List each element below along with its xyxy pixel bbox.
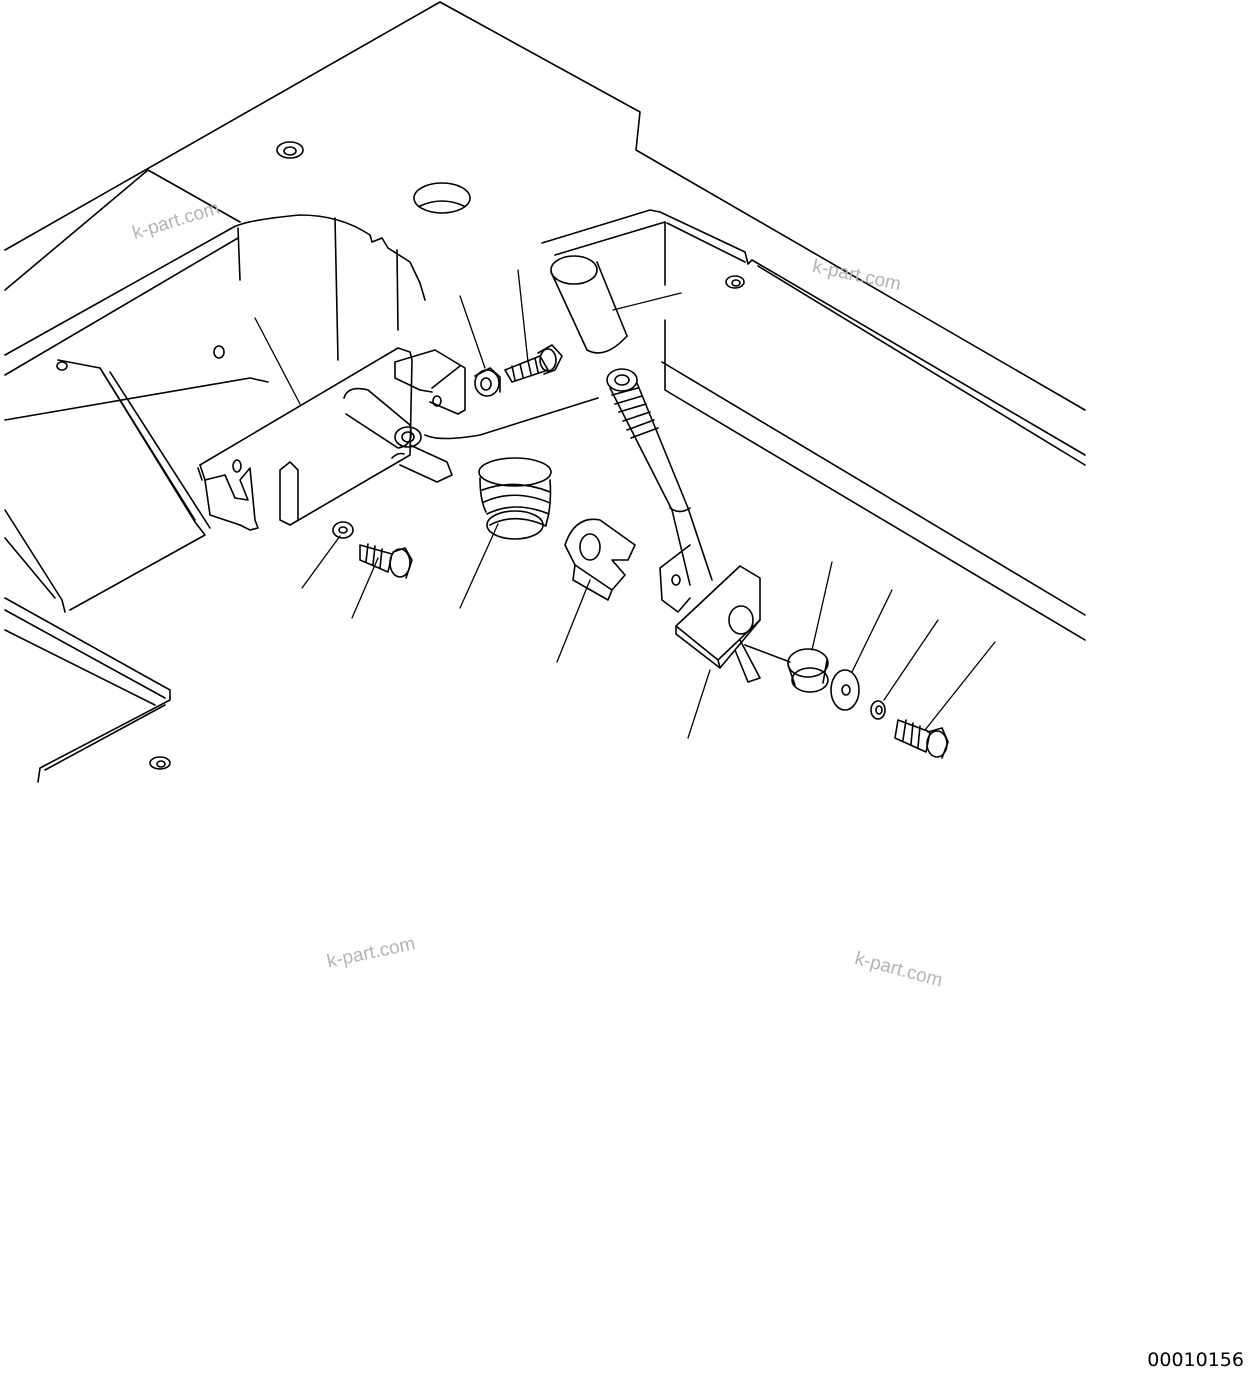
left-washer [333,522,353,538]
bracket [198,348,465,530]
upper-bolt [505,345,562,382]
right-bolt [895,720,948,758]
figure-number: 00010156 [1147,1349,1244,1371]
spring [479,458,551,539]
nut [475,368,500,396]
pedal-rod [607,369,790,682]
flat-washer [831,670,859,710]
left-bolt [360,544,412,578]
cover-tube [551,256,627,353]
leader-lines [255,270,995,738]
stopper-plate [565,519,635,600]
bushing [788,649,828,692]
spring-washer [871,701,885,719]
floor-plate [5,2,1085,782]
